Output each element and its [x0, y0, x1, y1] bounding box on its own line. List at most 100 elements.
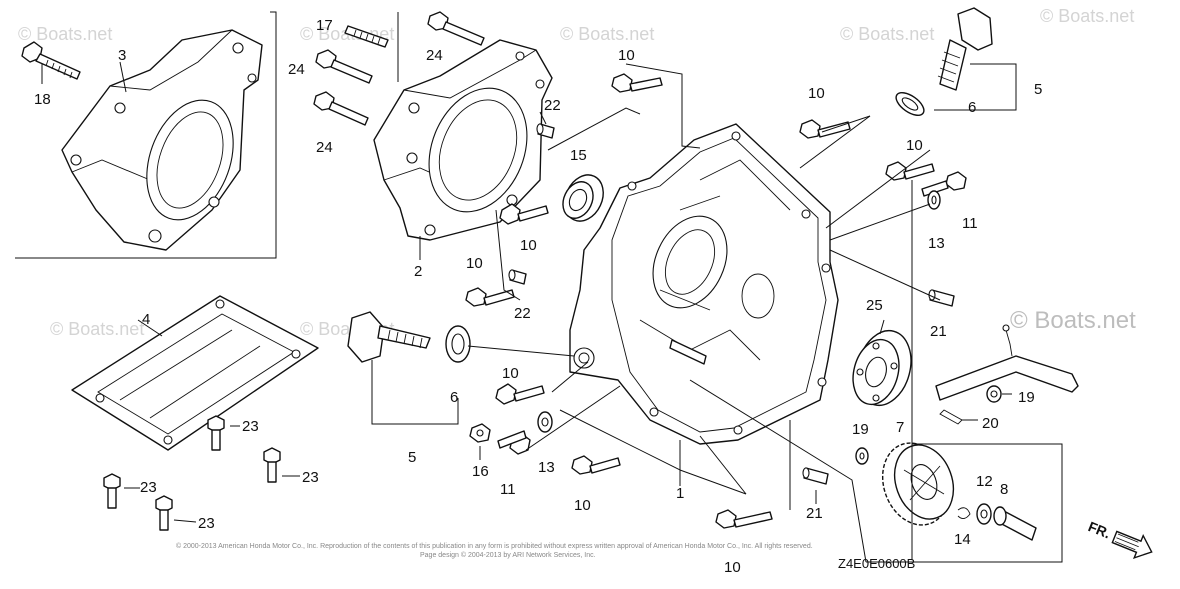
- callout-22: 22: [544, 97, 561, 114]
- callout-10: 10: [520, 237, 537, 254]
- callout-23: 23: [242, 418, 259, 435]
- part-21-dowel-pin: [928, 289, 955, 307]
- part-10-flange-bolt: [495, 383, 545, 405]
- callout-10: 10: [724, 559, 741, 576]
- callout-18: 18: [34, 91, 51, 108]
- watermark: © Boats.net: [560, 24, 654, 44]
- callout-19: 19: [1018, 389, 1035, 406]
- part-10-flange-bolt: [571, 455, 621, 475]
- governor-arm: [935, 324, 1079, 401]
- callout-10: 10: [906, 137, 923, 154]
- part-10-flange-bolt: [465, 287, 515, 307]
- part-25-ball-bearing: [852, 329, 912, 407]
- part-19-washer: [986, 385, 1002, 403]
- part-10-flange-bolt: [499, 203, 549, 225]
- callout-6: 6: [450, 389, 458, 406]
- callout-13: 13: [538, 459, 555, 476]
- part-22-dowel-pin: [508, 269, 527, 285]
- callout-25: 25: [866, 297, 883, 314]
- part-1-crankcase-cover: [569, 123, 839, 445]
- part-10-flange-bolt: [715, 509, 773, 529]
- callout-19: 19: [852, 421, 869, 438]
- watermark: © Boats.net: [18, 24, 112, 44]
- callout-21: 21: [930, 323, 947, 340]
- callout-23: 23: [140, 479, 157, 496]
- watermark: © Boats.net: [840, 24, 934, 44]
- copyright-notice: © 2000-2013 American Honda Motor Co., In…: [176, 542, 813, 550]
- brand-watermark: © Boats.net: [1010, 307, 1136, 334]
- part-20-pin: [939, 409, 963, 425]
- diagram-code: Z4E0E0600B: [838, 556, 915, 571]
- part-13-washer: [927, 190, 941, 210]
- callout-23: 23: [198, 515, 215, 532]
- watermark: © Boats.net: [1040, 6, 1134, 26]
- callout-17: 17: [316, 17, 333, 34]
- callout-24: 24: [288, 61, 305, 78]
- callout-15: 15: [570, 147, 587, 164]
- part-3-housing-cover: [61, 29, 263, 251]
- part-17-stud-bolt: [344, 25, 389, 48]
- part-4-base-plate: [71, 295, 319, 451]
- part-10-flange-bolt: [799, 119, 851, 139]
- front-label: FR.: [1086, 518, 1113, 541]
- front-direction-arrow-icon: FR.: [1086, 518, 1153, 560]
- callout-5: 5: [408, 449, 416, 466]
- callout-16: 16: [472, 463, 489, 480]
- part-5-oil-filler-cap: [347, 311, 431, 363]
- callout-10: 10: [574, 497, 591, 514]
- part-24-bolt: [427, 11, 485, 46]
- callout-5: 5: [1034, 81, 1042, 98]
- part-8-shaft: [993, 506, 1037, 541]
- part-5-oil-filler-cap: [937, 7, 993, 91]
- part-15-oil-seal: [562, 174, 604, 222]
- callout-3: 3: [118, 47, 126, 64]
- part-16-nut: [469, 423, 491, 443]
- part-24-bolt: [315, 49, 373, 84]
- part-10-flange-bolt: [611, 73, 663, 93]
- part-23-bolt: [263, 447, 281, 483]
- leader-lines: [41, 61, 1063, 563]
- part-6-o-ring: [445, 325, 471, 363]
- part-23-bolt: [155, 495, 173, 531]
- callout-14: 14: [954, 531, 971, 548]
- part-24-bolt: [313, 91, 369, 126]
- callout-6: 6: [968, 99, 976, 116]
- part-19-washer: [855, 447, 869, 465]
- callout-4: 4: [142, 311, 150, 328]
- callout-7: 7: [896, 419, 904, 436]
- part-23-bolt: [207, 415, 225, 451]
- callout-10: 10: [618, 47, 635, 64]
- callout-10: 10: [466, 255, 483, 272]
- part-7-gear: [881, 442, 955, 526]
- callout-23: 23: [302, 469, 319, 486]
- bracket-part-5: [371, 360, 459, 425]
- bracket-part-5: [934, 63, 1017, 111]
- part-13-washer: [537, 411, 553, 433]
- part-11-bolt: [921, 171, 967, 197]
- part-18-bolt: [21, 41, 81, 80]
- callout-21: 21: [806, 505, 823, 522]
- part-23-bolt: [103, 473, 121, 509]
- page-design-notice: Page design © 2004-2013 by ARI Network S…: [420, 551, 596, 559]
- watermark: © Boats.net: [50, 319, 144, 339]
- part-11-bolt: [497, 430, 531, 455]
- part-21-dowel-pin: [802, 467, 829, 485]
- callout-22: 22: [514, 305, 531, 322]
- group-box-part-3: [15, 11, 277, 259]
- part-2-flange-housing: [373, 39, 553, 241]
- part-10-flange-bolt: [885, 161, 935, 181]
- callout-20: 20: [982, 415, 999, 432]
- callout-24: 24: [426, 47, 443, 64]
- callout-12: 12: [976, 473, 993, 490]
- callout-2: 2: [414, 263, 422, 280]
- part-14-clip: [957, 507, 971, 519]
- callout-24: 24: [316, 139, 333, 156]
- callout-13: 13: [928, 235, 945, 252]
- callout-1: 1: [676, 485, 684, 502]
- callout-10: 10: [808, 85, 825, 102]
- part-6-o-ring: [895, 92, 925, 116]
- callout-11: 11: [500, 481, 516, 498]
- callout-10: 10: [502, 365, 519, 382]
- part-22-dowel-pin: [536, 123, 555, 139]
